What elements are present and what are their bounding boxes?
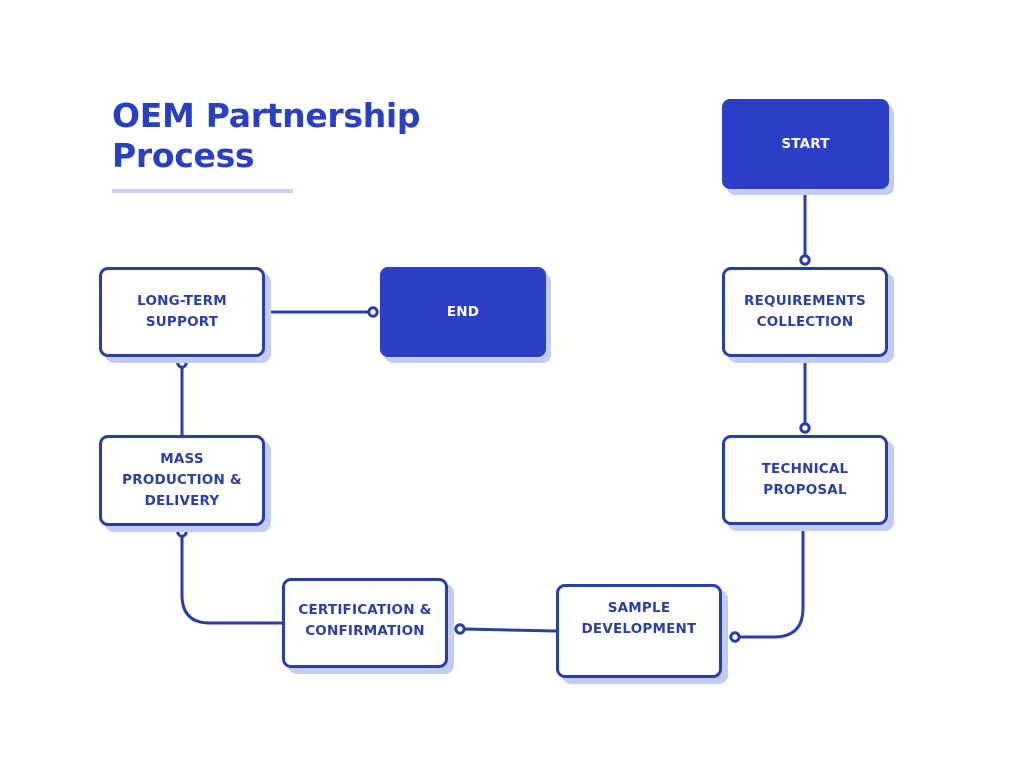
node-end-label: END <box>446 303 480 320</box>
connector-dot <box>176 357 188 369</box>
connector-dot <box>799 422 811 434</box>
connector-dot <box>367 306 379 318</box>
diagram-title: OEM Partnership Process <box>112 96 421 176</box>
node-requirements-collection: REQUIREMENTS COLLECTION <box>722 267 888 357</box>
connector-dot <box>729 631 741 643</box>
node-end: END <box>380 267 546 357</box>
connector-dot <box>176 526 188 538</box>
connector-technical-sample <box>737 530 805 639</box>
node-start: START <box>722 99 889 189</box>
connector-certification-mass <box>180 534 284 625</box>
node-long-term-label: LONG-TERM SUPPORT <box>137 293 227 330</box>
connector-dot <box>799 254 811 266</box>
node-certification-confirmation: CERTIFICATION & CONFIRMATION <box>282 578 448 668</box>
node-mass-production-delivery: MASS PRODUCTION & DELIVERY <box>99 435 265 526</box>
connector-dot <box>454 623 466 635</box>
title-line-1: OEM Partnership <box>112 96 421 135</box>
node-certification-label: CERTIFICATION & CONFIRMATION <box>298 602 432 639</box>
node-mass-production-label: MASS PRODUCTION & DELIVERY <box>122 451 242 509</box>
node-start-label: START <box>781 135 830 152</box>
node-technical-label: TECHNICAL PROPOSAL <box>761 461 849 498</box>
node-requirements-label: REQUIREMENTS COLLECTION <box>744 293 866 330</box>
node-sample-label: SAMPLE DEVELOPMENT <box>581 600 697 637</box>
node-sample-development: SAMPLE DEVELOPMENT <box>556 584 722 678</box>
title-underline <box>112 189 293 193</box>
node-technical-proposal: TECHNICAL PROPOSAL <box>722 435 888 525</box>
title-line-2: Process <box>112 136 255 175</box>
node-long-term-support: LONG-TERM SUPPORT <box>99 267 265 357</box>
connector-sample-certification <box>462 627 558 633</box>
